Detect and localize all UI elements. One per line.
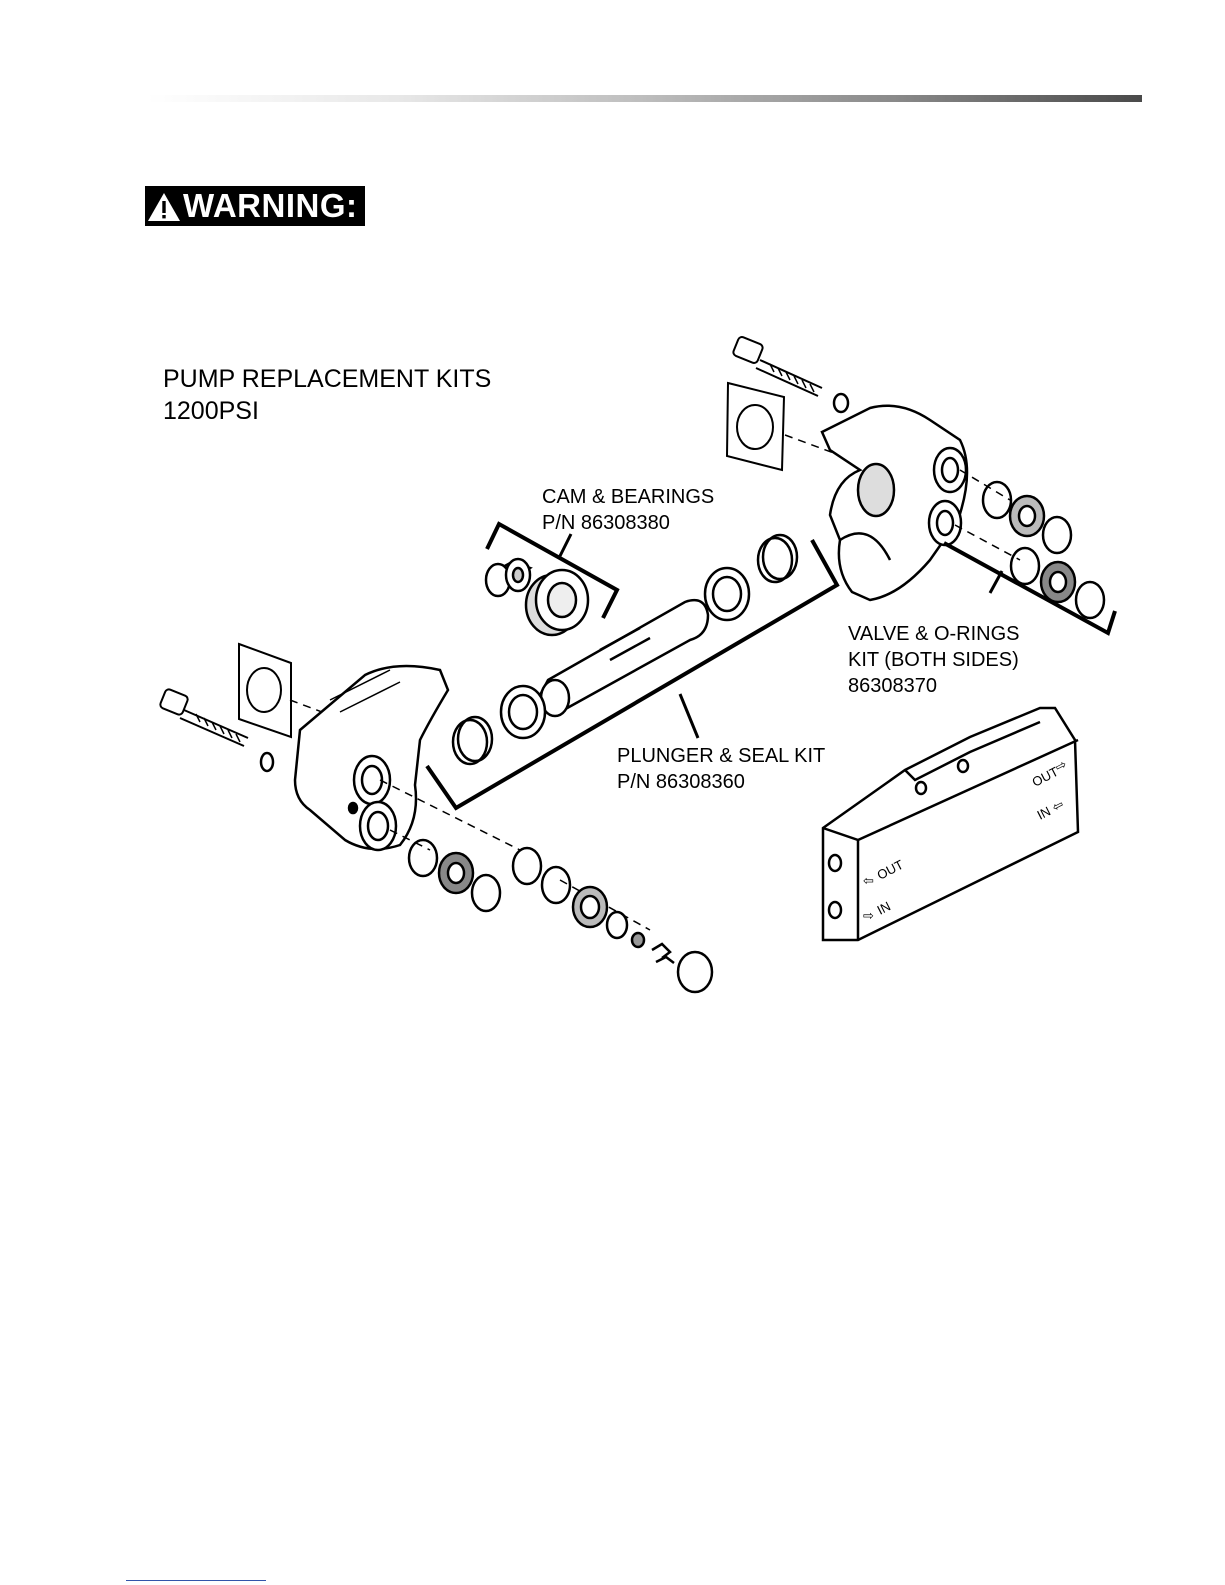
valve-kit-label-line1: VALVE & O-RINGS	[848, 623, 1020, 645]
right-gasket-plate	[727, 383, 784, 470]
right-washer	[834, 394, 848, 412]
cam-label-line1: CAM & BEARINGS	[542, 486, 714, 508]
cam-part	[486, 559, 530, 596]
valve-kit-bracket	[944, 543, 1115, 633]
manifold-out-side-arrow: ⇦	[863, 873, 874, 888]
manifold-in-side-arrow: ⇨	[863, 908, 874, 923]
left-gasket-plate	[239, 644, 291, 737]
plunger-kit-label-line1: PLUNGER & SEAL KIT	[617, 745, 825, 767]
left-bolt	[159, 688, 248, 746]
bearing-part	[526, 570, 588, 635]
valve-kit-label-line2: KIT (BOTH SIDES)	[848, 649, 1019, 671]
diagram-subtitle: 1200PSI	[163, 397, 259, 425]
valve-kit-label-line3: 86308370	[848, 675, 937, 697]
left-washer	[261, 753, 273, 771]
diagram-title: PUMP REPLACEMENT KITS	[163, 365, 491, 393]
plunger-kit-label-line2: P/N 86308360	[617, 771, 745, 793]
manifold-block	[823, 708, 1078, 940]
right-pump-head	[822, 406, 967, 600]
footer-rule	[126, 1580, 266, 1581]
left-valve-orings	[409, 840, 712, 992]
left-pump-head	[295, 666, 448, 850]
cam-label-line2: P/N 86308380	[542, 512, 670, 534]
